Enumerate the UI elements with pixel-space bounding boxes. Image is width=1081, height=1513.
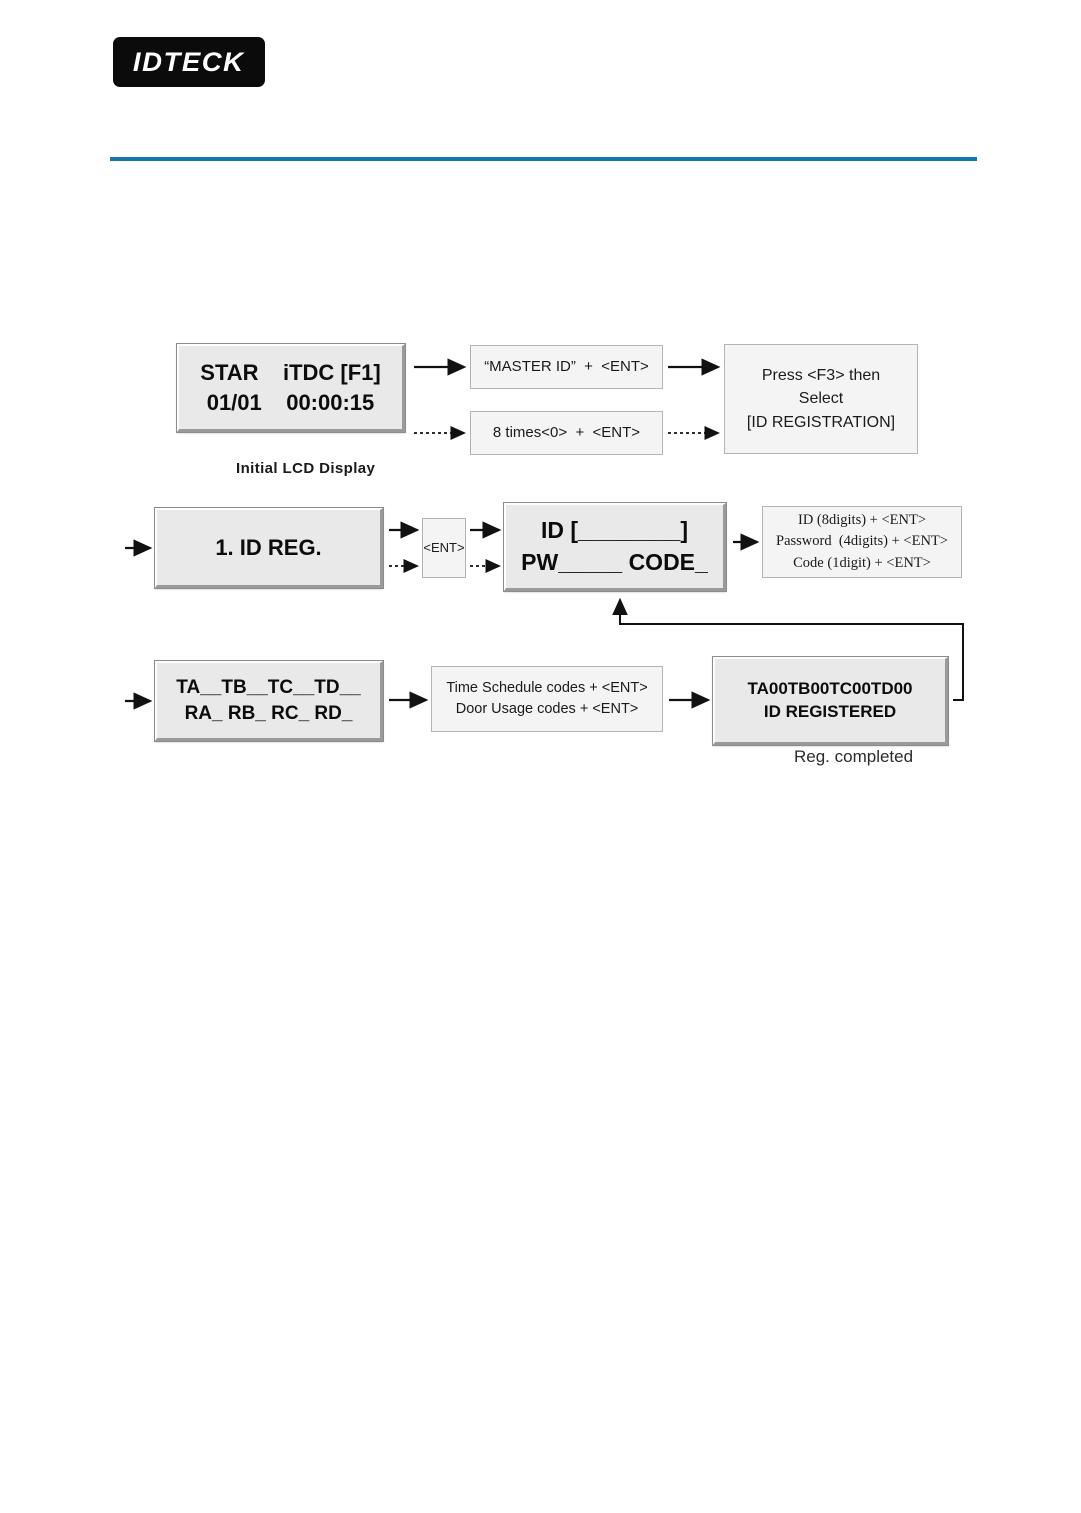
header-divider-rule	[110, 157, 977, 161]
lcd-registered-line-2: ID REGISTERED	[763, 701, 897, 721]
note-eight-times-line-1: 8 times<0> + <ENT>	[492, 424, 641, 442]
lcd-initial-line-2: 01/01 00:00:15	[206, 389, 375, 415]
lcd-ta-ra-line-2: RA_ RB_ RC_ RD_	[184, 702, 353, 724]
note-eight-times-zero: 8 times<0> + <ENT>	[470, 411, 663, 455]
lcd-id-reg-line-1: 1. ID REG.	[215, 534, 322, 560]
note-codes-line-1: Time Schedule codes + <ENT>	[446, 679, 648, 696]
note-ent-key-line-1: <ENT>	[423, 539, 465, 555]
note-id-pw-info-line-2: Password (4digits) + <ENT>	[776, 533, 948, 550]
caption-reg-completed: Reg. completed	[794, 747, 914, 766]
lcd-id-pw-line-1: ID [________]	[540, 517, 689, 544]
note-codes-line-2: Door Usage codes + <ENT>	[455, 701, 639, 717]
note-id-pw-info-line-1: ID (8digits) + <ENT>	[797, 512, 927, 529]
note-ent-key: <ENT>	[422, 518, 466, 578]
lcd-initial-line-1: STAR iTDC [F1]	[200, 359, 381, 385]
note-press-f3-line-3: [ID REGISTRATION]	[746, 413, 896, 431]
lcd-time-schedule-door-box: TA__TB__TC__TD__ RA_ RB_ RC_ RD_	[154, 660, 384, 742]
note-time-schedule-door-codes: Time Schedule codes + <ENT> Door Usage c…	[431, 666, 663, 732]
note-id-pw-code-entry-rules: ID (8digits) + <ENT> Password (4digits) …	[762, 506, 962, 578]
note-press-f3-select: Press <F3> then Select [ID REGISTRATION]	[724, 344, 918, 454]
note-master-id: “MASTER ID” + <ENT>	[470, 345, 663, 389]
caption-initial-lcd-display: Initial LCD Display	[236, 460, 376, 477]
note-master-id-line-1: “MASTER ID” + <ENT>	[484, 358, 649, 376]
lcd-id-pw-line-2: PW_____ CODE_	[521, 548, 708, 575]
lcd-menu-id-reg-box: 1. ID REG.	[154, 507, 384, 589]
idteck-logo-text: IDTECK	[133, 46, 245, 77]
idteck-logo: IDTECK	[113, 37, 265, 87]
lcd-registered-line-1: TA00TB00TC00TD00	[747, 678, 913, 698]
note-press-f3-line-2: Select	[798, 390, 844, 408]
lcd-ta-ra-line-1: TA__TB__TC__TD__	[176, 676, 361, 698]
lcd-initial-display-box: STAR iTDC [F1] 01/01 00:00:15	[176, 343, 406, 433]
note-press-f3-line-1: Press <F3> then	[761, 367, 881, 385]
lcd-id-registered-box: TA00TB00TC00TD00 ID REGISTERED	[712, 656, 949, 746]
lcd-id-pw-code-box: ID [________] PW_____ CODE_	[503, 502, 727, 592]
note-id-pw-info-line-3: Code (1digit) + <ENT>	[793, 554, 931, 571]
